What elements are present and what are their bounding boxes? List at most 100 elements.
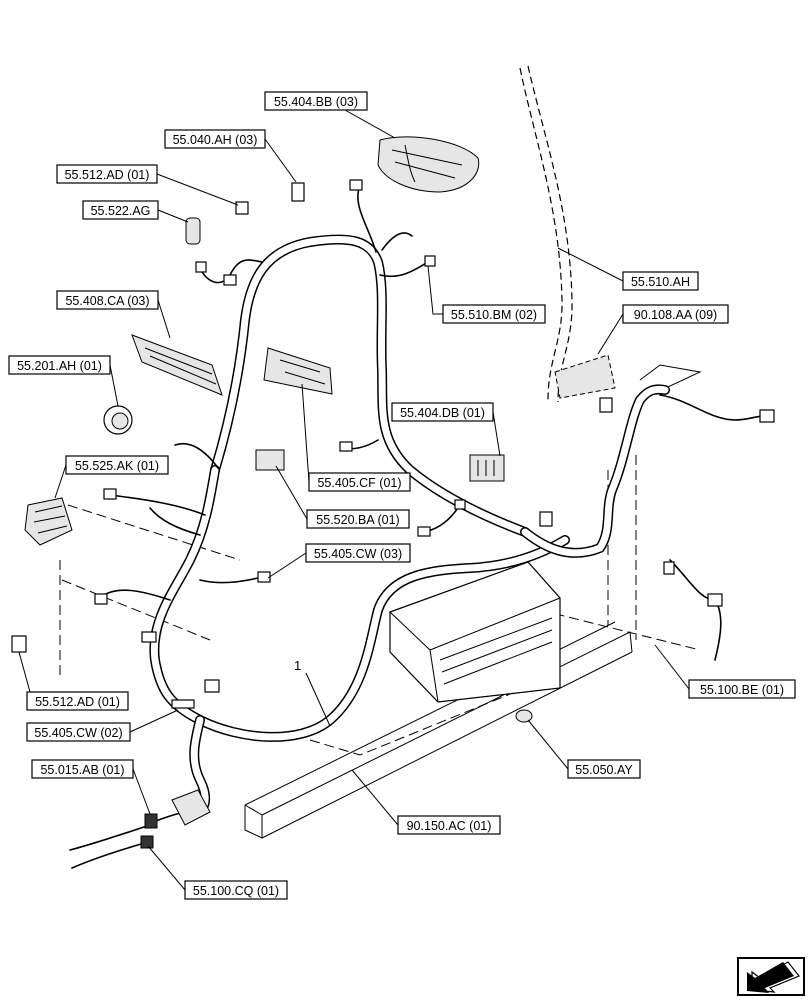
harness-right-riser-outline <box>520 384 670 558</box>
part-55-201-ah-connector <box>103 405 133 435</box>
part-55-522-ag <box>185 217 201 245</box>
callout-box <box>622 304 729 324</box>
frame-left-lower <box>61 579 211 641</box>
callout-box <box>306 509 410 529</box>
callout-box <box>65 455 169 475</box>
battery-box-front-edge <box>429 649 439 703</box>
part-55-520-ba <box>255 449 285 471</box>
leader-55-520-ba-01 <box>275 465 308 520</box>
wire-to-510-bm <box>379 261 429 278</box>
callout-text: 55.510.BM (02) <box>451 308 537 322</box>
callout-box <box>308 472 411 492</box>
leader-lines <box>18 109 690 891</box>
callout-box <box>26 722 131 742</box>
leader-55-100-be-01 <box>654 644 690 690</box>
callout-55-404-bb-03[interactable]: 55.404.BB (03) <box>264 91 368 111</box>
module-body <box>263 347 333 395</box>
callout-text: 55.510.AH <box>631 275 690 289</box>
callout-text: 55.015.AB (01) <box>40 763 124 777</box>
callout-box <box>567 759 641 779</box>
relay-block <box>255 449 285 471</box>
callout-text: 55.405.CF (01) <box>317 476 401 490</box>
leader-55-405-cf-01 <box>301 383 310 483</box>
callout-box <box>305 543 411 563</box>
battery-box-shading <box>439 617 553 685</box>
leader-55-512-ad-01-bottom <box>18 651 31 693</box>
leader-55-405-cw-03 <box>267 552 307 579</box>
next-page-arrow-icon[interactable] <box>737 957 805 996</box>
leader-90-150-ac-01 <box>351 769 399 826</box>
socket-body <box>235 201 249 215</box>
callout-text: 55.522.AG <box>91 204 151 218</box>
callout-55-522-ag[interactable]: 55.522.AG <box>82 200 159 220</box>
callout-box <box>397 815 501 835</box>
connector <box>424 255 436 267</box>
callout-55-040-ah-03[interactable]: 55.040.AH (03) <box>164 129 266 149</box>
instrument-cluster-body <box>377 136 480 193</box>
dashed-cable-line-a <box>519 67 563 401</box>
harness-right-riser-fill <box>521 385 669 557</box>
frame-right-wire-guide <box>539 609 701 651</box>
callout-55-405-cw-03[interactable]: 55.405.CW (03) <box>305 543 411 563</box>
connector <box>339 441 353 452</box>
connector <box>599 397 613 413</box>
connector <box>663 561 675 575</box>
leader-item-1 <box>305 672 331 727</box>
wire-cq-a <box>69 824 151 851</box>
callout-55-100-cq-01[interactable]: 55.100.CQ (01) <box>184 880 288 900</box>
part-90-108-aa-outline <box>554 354 616 399</box>
leader-55-201-ah-01 <box>109 364 119 407</box>
callout-box <box>391 402 494 422</box>
callout-55-525-ak-01[interactable]: 55.525.AK (01) <box>65 455 169 475</box>
callout-55-015-ab-01[interactable]: 55.015.AB (01) <box>31 759 134 779</box>
callout-55-512-ad-01-bottom[interactable]: 55.512.AD (01) <box>26 691 129 711</box>
connector <box>204 679 220 693</box>
wire-left-cluster-a <box>109 494 206 516</box>
callout-55-405-cf-01[interactable]: 55.405.CF (01) <box>308 472 411 492</box>
part-55-015-ab <box>144 813 158 829</box>
socket-body <box>11 635 27 653</box>
frame-beam-end <box>244 804 263 839</box>
connector <box>707 593 723 607</box>
leader-55-100-cq-01 <box>147 845 186 891</box>
fuse-box <box>469 454 505 482</box>
callout-55-510-ah[interactable]: 55.510.AH <box>622 271 699 291</box>
callout-text: 55.520.BA (01) <box>316 513 399 527</box>
callout-55-100-be-01[interactable]: 55.100.BE (01) <box>688 679 796 699</box>
connector <box>349 179 363 191</box>
wire-upper-right <box>659 394 766 421</box>
callout-55-520-ba-01[interactable]: 55.520.BA (01) <box>306 509 410 529</box>
callout-55-405-cw-02[interactable]: 55.405.CW (02) <box>26 722 131 742</box>
sensor-body <box>515 709 533 723</box>
callout-55-404-db-01[interactable]: 55.404.DB (01) <box>391 402 494 422</box>
part-55-510-ah-cable <box>519 65 573 403</box>
frame-upright-top <box>639 364 702 401</box>
leader-55-512-ad-01-top <box>156 173 239 206</box>
callout-55-201-ah-01[interactable]: 55.201.AH (01) <box>8 355 111 375</box>
plug-body <box>140 835 154 849</box>
callout-90-108-aa-09[interactable]: 90.108.AA (09) <box>622 304 729 324</box>
connector <box>103 488 117 500</box>
connector <box>539 511 553 527</box>
part-55-512-ad-bottom <box>11 635 27 653</box>
callout-90-150-ac-01[interactable]: 90.150.AC (01) <box>397 815 501 835</box>
part-55-404-bb-cluster <box>377 136 480 193</box>
plug-body <box>144 813 158 829</box>
leader-55-050-ay <box>527 719 569 770</box>
callout-55-512-ad-01-top[interactable]: 55.512.AD (01) <box>56 164 158 184</box>
callout-text: 55.405.CW (03) <box>314 547 402 561</box>
callout-55-510-bm-02[interactable]: 55.510.BM (02) <box>442 304 546 324</box>
frame-left-diag <box>67 504 241 561</box>
leader-55-405-cw-02 <box>129 709 179 733</box>
display-panel-lines <box>144 347 217 385</box>
callout-55-050-ay[interactable]: 55.050.AY <box>567 759 641 779</box>
control-unit-detail <box>33 505 68 534</box>
callout-box <box>56 290 159 310</box>
part-55-525-ak <box>24 497 73 546</box>
callout-text: 55.405.CW (02) <box>34 726 122 740</box>
callout-text: 55.512.AD (01) <box>35 695 120 709</box>
callout-text: 55.404.DB (01) <box>400 406 485 420</box>
callout-box <box>82 200 159 220</box>
callout-55-408-ca-03[interactable]: 55.408.CA (03) <box>56 290 159 310</box>
